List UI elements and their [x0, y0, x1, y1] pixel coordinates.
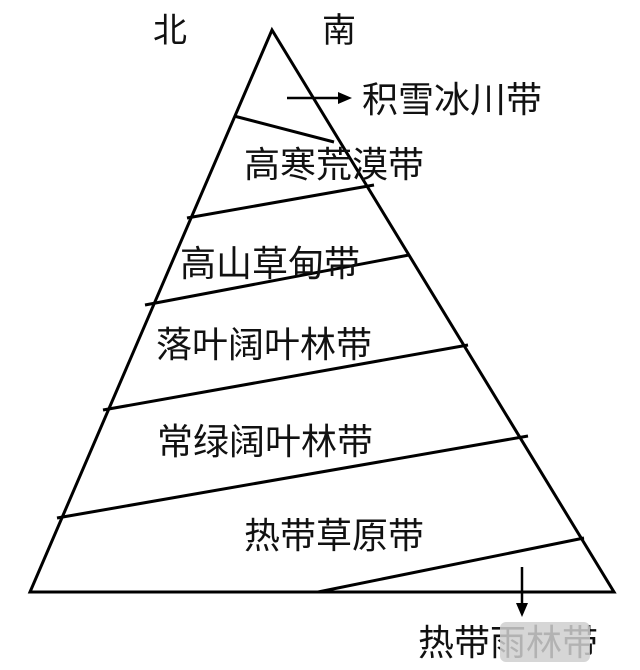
alpine-meadow-zone-label: 高山草甸带 [180, 244, 360, 285]
watermark-blot [500, 622, 590, 662]
deciduous-evergreen-divider [102, 343, 469, 412]
deciduous-forest-zone-label: 落叶阔叶林带 [156, 325, 372, 366]
rainforest-arrow-head [516, 603, 528, 617]
south-label: 南 [322, 11, 356, 51]
north-label: 北 [153, 11, 187, 51]
alpine-desert-zone-label: 高寒荒漠带 [244, 145, 424, 186]
evergreen-forest-zone-label: 常绿阔叶林带 [157, 422, 373, 463]
snowline-divider [233, 114, 335, 144]
snow-ice-zone-label: 积雪冰川带 [362, 80, 542, 121]
snow-arrow-head [338, 92, 352, 104]
tropical-savanna-zone-label: 热带草原带 [244, 516, 424, 557]
savanna-rainforest-divider [317, 536, 585, 594]
meadow-deciduous-divider [144, 253, 410, 307]
desert-meadow-divider [186, 183, 375, 220]
evergreen-savanna-divider [56, 434, 529, 520]
